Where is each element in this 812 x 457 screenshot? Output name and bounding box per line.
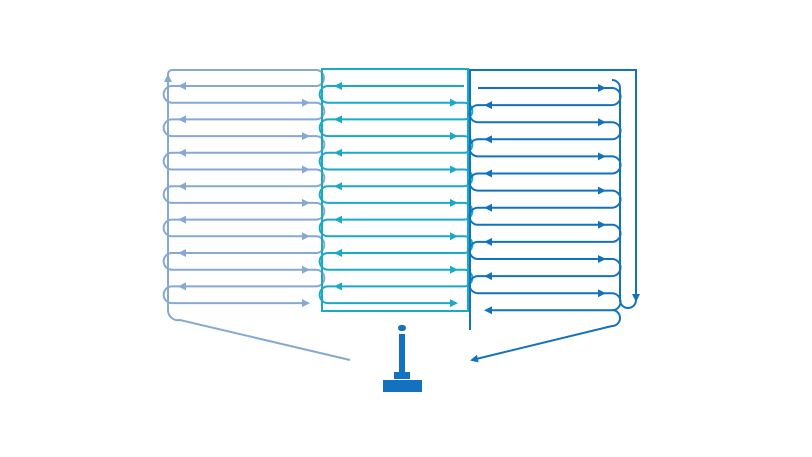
- path-turn: [162, 218, 180, 238]
- path-turn: [318, 252, 336, 271]
- path-turn: [318, 285, 336, 305]
- path-turn: [318, 118, 336, 138]
- path-turn: [604, 292, 622, 312]
- path-turn: [468, 240, 486, 260]
- path-turn: [162, 85, 180, 104]
- zone-3: [468, 69, 640, 363]
- path-turn: [318, 218, 336, 238]
- path-turn: [604, 223, 622, 243]
- path-turn: [162, 285, 180, 305]
- zone-border: [321, 68, 469, 312]
- path-turn: [308, 201, 326, 221]
- path-turn: [604, 189, 622, 209]
- path-turn: [318, 185, 336, 204]
- path-turn: [162, 118, 180, 138]
- path-turn: [308, 235, 326, 254]
- path-turn: [604, 121, 622, 141]
- path-outer-return: [611, 79, 637, 309]
- path-turn: [604, 87, 622, 107]
- path-turn: [308, 168, 326, 188]
- robot-mower-icon: [383, 325, 422, 392]
- path-top: [167, 69, 325, 87]
- path-turn: [468, 275, 486, 295]
- path-return: [164, 74, 351, 361]
- path-turn: [604, 258, 622, 278]
- path-turn: [162, 252, 180, 271]
- path-turn: [162, 185, 180, 204]
- path-outer-loop: [469, 69, 640, 330]
- zone-2: [318, 68, 474, 312]
- path-turn: [318, 151, 336, 171]
- path-turn: [308, 101, 326, 121]
- zone-1: [162, 69, 351, 361]
- path-turn: [604, 155, 622, 175]
- path-turn: [318, 85, 336, 104]
- path-turn: [308, 268, 326, 288]
- path-turn: [308, 135, 326, 154]
- path-turn: [162, 151, 180, 171]
- path-turn: [468, 206, 486, 226]
- path-to-robot: [470, 309, 621, 363]
